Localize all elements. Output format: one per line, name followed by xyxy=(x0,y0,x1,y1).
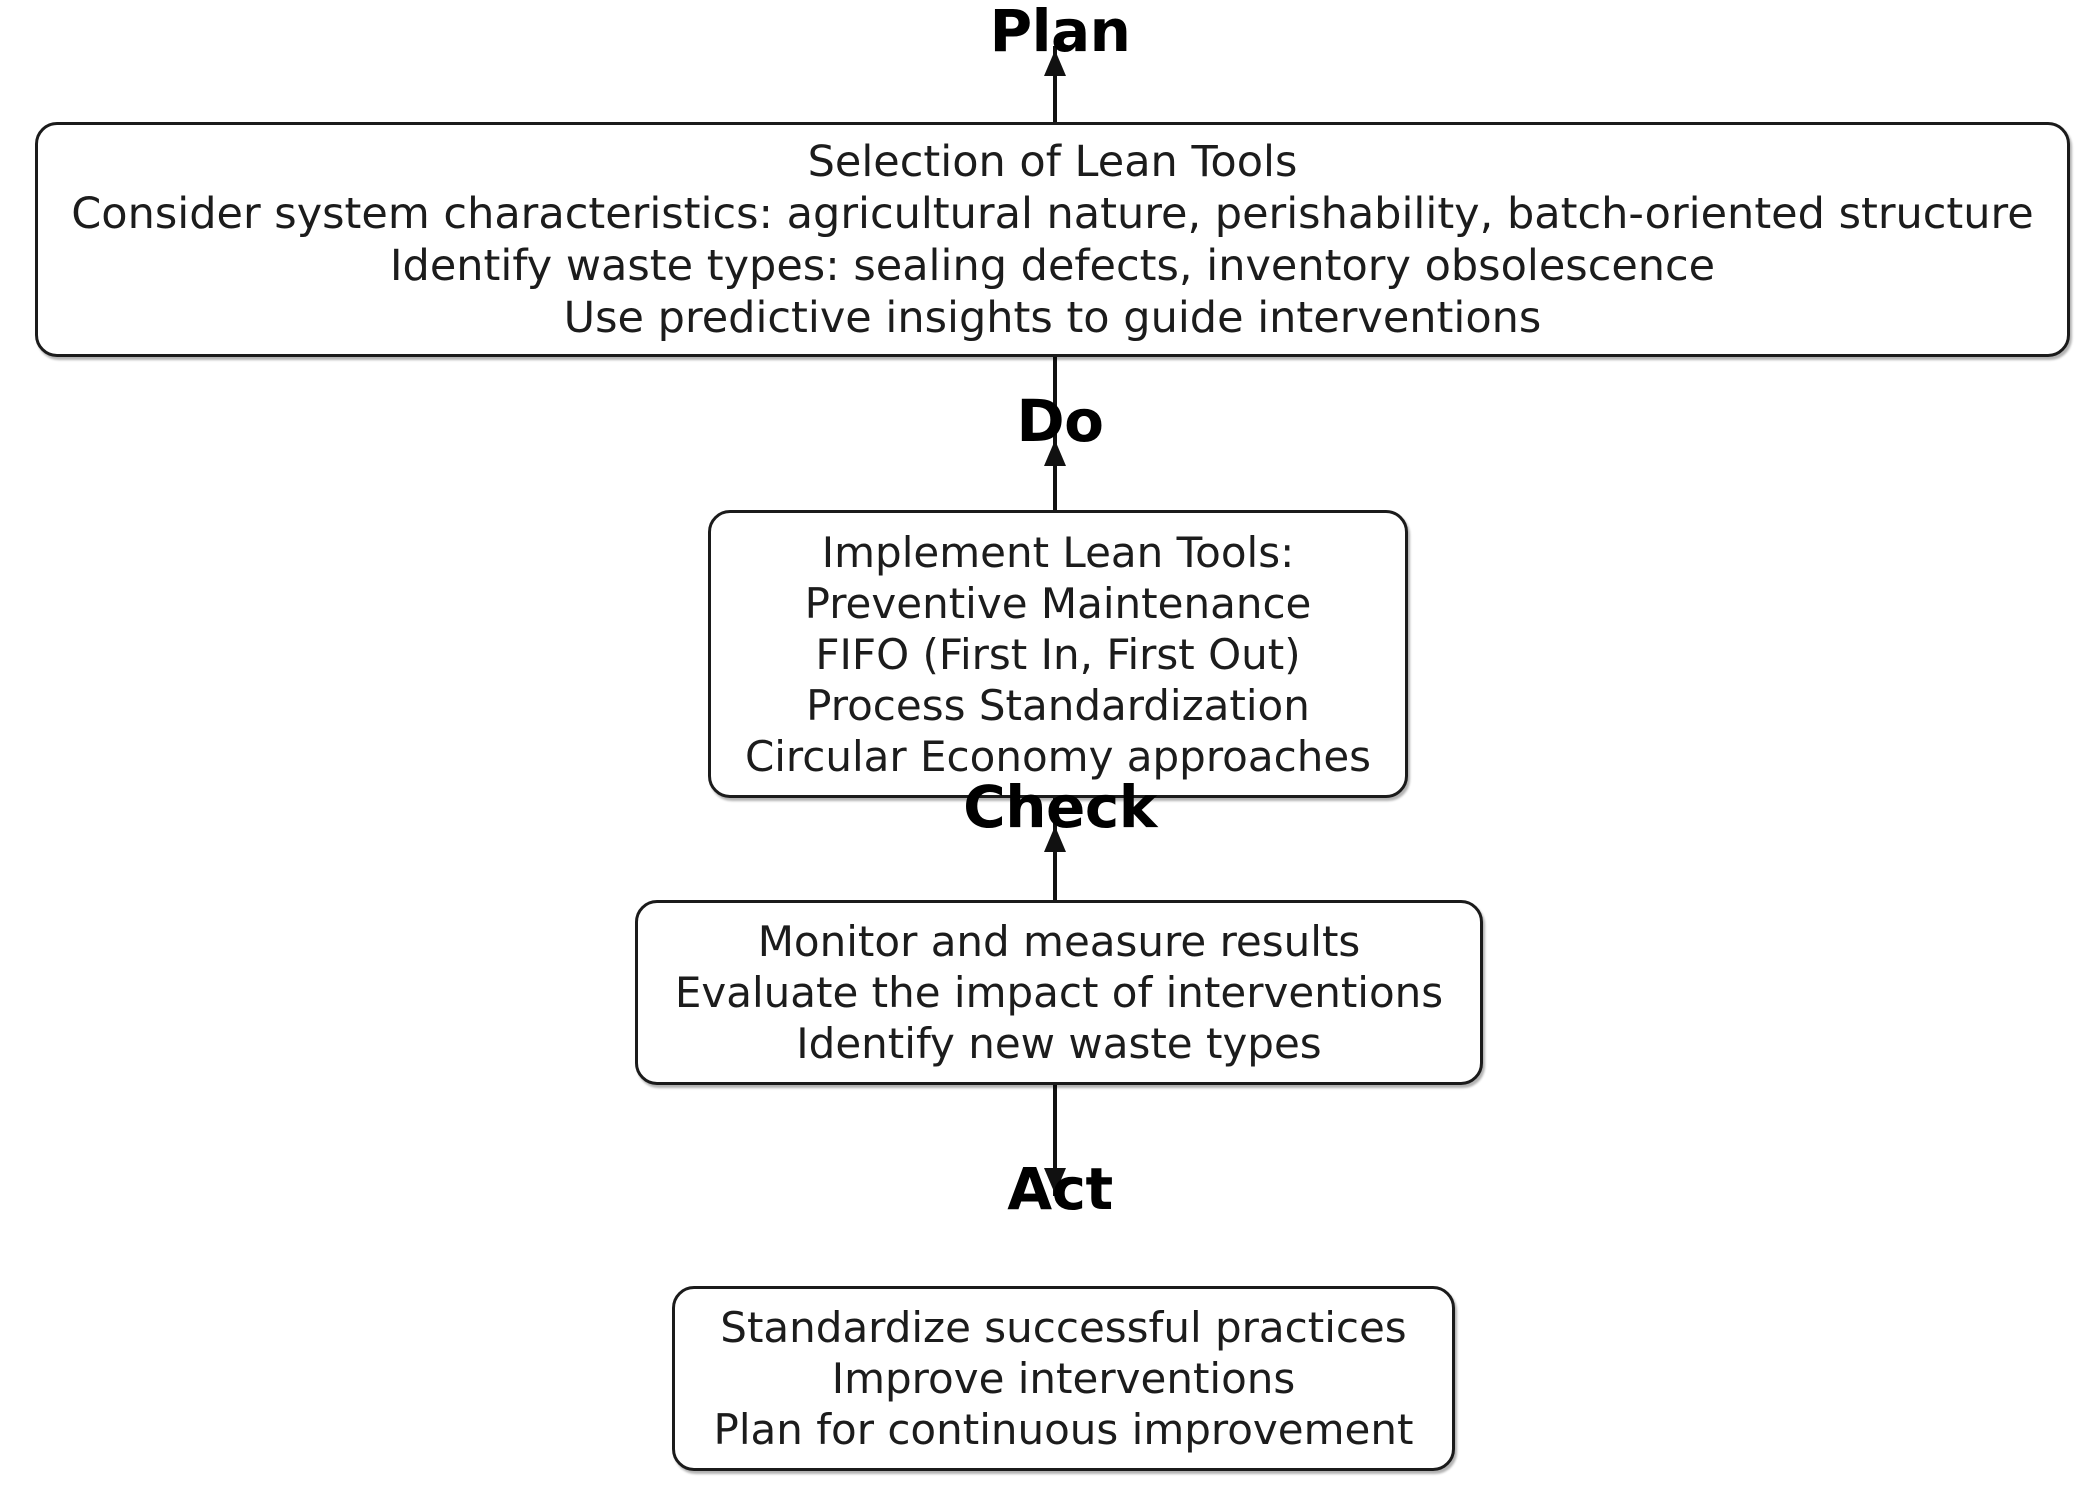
do-line-1: Implement Lean Tools: xyxy=(821,527,1295,577)
stage-label-check: Check xyxy=(963,773,1157,841)
connector-spine-act-segment xyxy=(1053,1086,1057,1196)
arrow-up-to-plan-icon xyxy=(1044,50,1066,76)
do-line-5: Circular Economy approaches xyxy=(744,731,1372,781)
stage-box-plan[interactable]: Selection of Lean Tools Consider system … xyxy=(35,122,2070,357)
arrow-down-to-act-icon xyxy=(1044,1168,1066,1194)
do-line-2: Preventive Maintenance xyxy=(804,578,1312,628)
act-line-1: Standardize successful practices xyxy=(720,1303,1407,1352)
stage-box-do[interactable]: Implement Lean Tools: Preventive Mainten… xyxy=(708,510,1408,798)
arrow-up-to-do-icon xyxy=(1044,440,1066,466)
stage-box-check[interactable]: Monitor and measure results Evaluate the… xyxy=(635,900,1483,1085)
plan-line-4: Use predictive insights to guide interve… xyxy=(563,292,1542,343)
act-line-2: Improve interventions xyxy=(831,1354,1296,1403)
stage-label-plan: Plan xyxy=(989,0,1131,65)
check-line-1: Monitor and measure results xyxy=(757,917,1361,966)
connector-spine-check-segment xyxy=(1053,798,1057,908)
do-line-4: Process Standardization xyxy=(806,680,1310,730)
check-line-2: Evaluate the impact of interventions xyxy=(674,968,1444,1017)
stage-box-act[interactable]: Standardize successful practices Improve… xyxy=(672,1286,1455,1471)
plan-line-1: Selection of Lean Tools xyxy=(807,136,1298,187)
arrow-up-to-check-icon xyxy=(1044,826,1066,852)
plan-line-2: Consider system characteristics: agricul… xyxy=(71,188,2034,239)
stage-label-act: Act xyxy=(1007,1155,1113,1223)
act-line-3: Plan for continuous improvement xyxy=(713,1405,1414,1454)
connector-spine-plan-segment xyxy=(1053,46,1057,136)
stage-label-do: Do xyxy=(1016,387,1105,455)
plan-line-3: Identify waste types: sealing defects, i… xyxy=(389,240,1716,291)
do-line-3: FIFO (First In, First Out) xyxy=(815,629,1301,679)
check-line-3: Identify new waste types xyxy=(796,1019,1322,1068)
